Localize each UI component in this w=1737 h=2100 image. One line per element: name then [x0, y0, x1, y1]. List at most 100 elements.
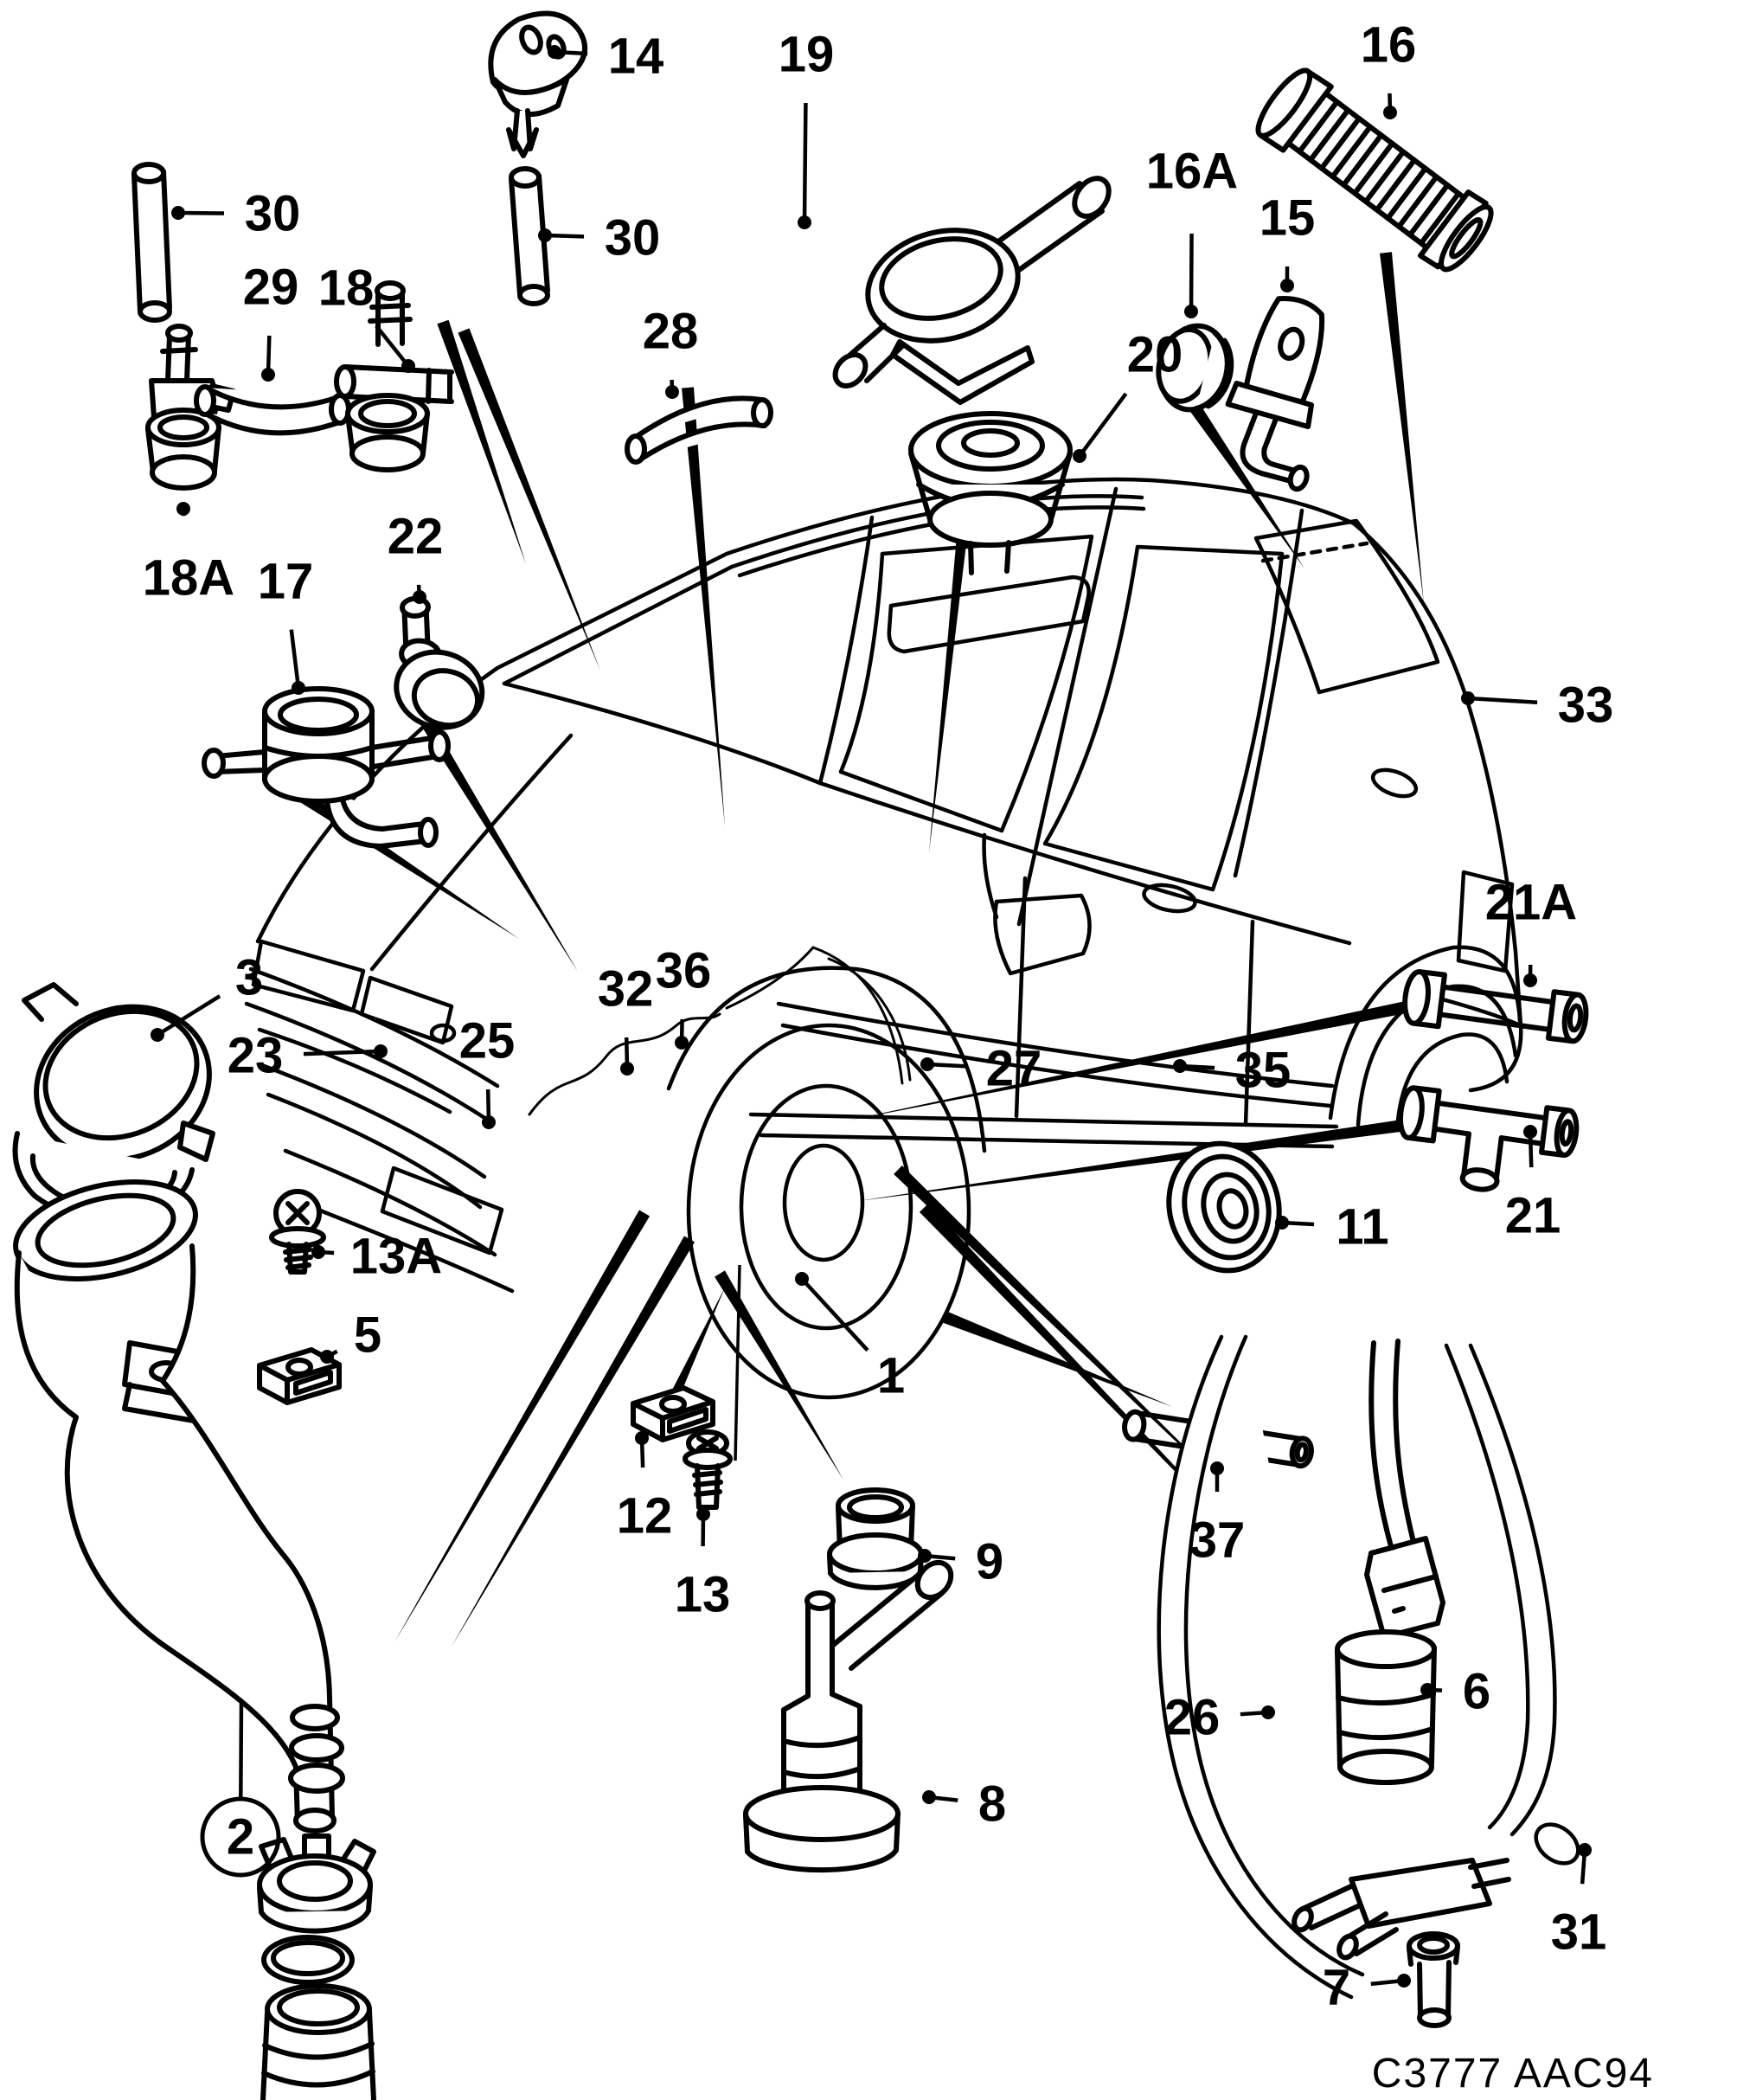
part-hose-30-left: [131, 162, 172, 323]
part-nozzle-bracket-15: [1225, 296, 1325, 492]
car-rear-window: [1253, 518, 1440, 695]
pointer-line-9: [452, 1236, 695, 1647]
callout-dot-23: [374, 1044, 388, 1058]
callout-dot-16A: [1184, 305, 1198, 318]
callout-label-32: 32: [598, 961, 654, 1018]
car-rocker-line: [748, 1112, 1339, 1129]
car-door-crease-1: [776, 1001, 1335, 1089]
car-air-dam: [309, 1204, 515, 1294]
part-sleeve-7: [1407, 1931, 1460, 2028]
car-c-pillar: [1233, 508, 1304, 878]
callout-label-9: 9: [976, 1534, 1003, 1590]
part-grommet-20: [908, 411, 1073, 575]
part-hose-assembly-26: [1157, 1334, 1580, 2000]
pointer-line-12: [894, 1165, 1251, 1512]
callout-dot-21: [1523, 1125, 1537, 1139]
callout-leader-18: [375, 324, 410, 368]
callout-dot-19: [798, 215, 811, 229]
callout-label-8: 8: [978, 1776, 1006, 1833]
callout-label-6: 6: [1463, 1664, 1490, 1720]
car-door-window-front: [838, 534, 1094, 833]
callout-label-2: 2: [227, 1809, 254, 1866]
part-hose-28: [625, 395, 773, 465]
callout-dot-33: [1461, 691, 1475, 705]
part-washer-nozzle-14: [488, 10, 588, 158]
part-distribution-valve-17: [202, 686, 451, 849]
callout-dot-31: [1578, 1843, 1592, 1857]
car-front-wheel-arch: [666, 966, 987, 1153]
pointer-lines: [301, 252, 1424, 1647]
part-o-ring-4: [261, 1935, 355, 1985]
part-filler-hose-2: [13, 1179, 345, 1833]
callout-label-27: 27: [986, 1041, 1042, 1097]
part-clip-nut-5: [257, 1347, 342, 1405]
car-door-handle-front: [1142, 883, 1197, 914]
callout-dot-36: [675, 1036, 689, 1050]
car-intake: [380, 1166, 504, 1256]
car-front-wheel-rim: [739, 1083, 913, 1331]
callout-label-13A: 13A: [350, 1229, 442, 1285]
part-check-valve-19: [832, 176, 1112, 405]
part-corrugated-hose-16: [1255, 67, 1494, 273]
car-cowl: [502, 681, 823, 786]
car-rear-wheel-arch: [1328, 945, 1522, 1121]
pointer-line-0: [437, 319, 526, 564]
callout-dot-14: [548, 45, 561, 59]
callout-leader-23: [303, 1049, 381, 1056]
callout-dot-35: [1173, 1059, 1187, 1073]
callout-label-31: 31: [1551, 1904, 1607, 1961]
callout-label-37: 37: [1189, 1512, 1246, 1569]
pointer-line-6: [848, 1000, 1412, 1121]
car-grille-slat: [257, 1027, 452, 1114]
callout-dot-13A: [311, 1245, 325, 1259]
callout-label-15: 15: [1259, 190, 1316, 247]
car-door-handle-rear: [1370, 767, 1419, 799]
callout-dot-11: [1275, 1216, 1289, 1230]
washer-hose-front: [725, 946, 815, 1010]
parts-layer: [12, 10, 1589, 2100]
car-mirror-stem: [982, 832, 999, 920]
car-bumper-lower: [283, 1148, 497, 1257]
pointer-line-15: [412, 704, 578, 972]
callout-dot-8: [922, 1790, 936, 1804]
car-taillight: [1456, 870, 1515, 973]
callout-label-23: 23: [228, 1028, 284, 1084]
part-hose-37: [1122, 1409, 1314, 1469]
car-rear-wheel-inner: [1394, 1032, 1509, 1132]
car-grille-bottom: [244, 1001, 491, 1123]
callout-leader-33: [1467, 696, 1538, 704]
callout-dot-9: [918, 1549, 932, 1563]
callout-label-12: 12: [617, 1488, 673, 1544]
drawing-code: C3777 AAC94: [1372, 2051, 1654, 2097]
part-washer-pump-8: [743, 1559, 954, 1873]
callout-dot-30-right: [538, 228, 552, 242]
callout-label-16A: 16A: [1146, 144, 1238, 200]
callout-circle-2: [200, 1796, 281, 1878]
part-hose-30-right: [509, 166, 550, 306]
callout-leader-1: [800, 1277, 869, 1352]
callout-label-28: 28: [643, 304, 699, 360]
part-clamp-ring-10: [257, 1833, 376, 1934]
car-a-pillar-left: [502, 564, 734, 686]
part-t-connector-21: [1397, 1085, 1580, 1192]
callout-dot-27: [920, 1057, 934, 1071]
callout-dot-16: [1383, 106, 1397, 119]
callout-dot-32: [620, 1062, 634, 1076]
pointer-line-7: [858, 1119, 1408, 1201]
callout-label-30-left: 30: [245, 186, 301, 242]
callout-dot-21A: [1523, 973, 1537, 987]
pointer-line-3: [929, 485, 973, 852]
part-connector-21A: [1402, 969, 1589, 1044]
callout-leader-3: [156, 994, 221, 1037]
callout-leader-16A: [1189, 233, 1194, 312]
car-bumper-strip-top: [257, 1062, 487, 1179]
callout-dot-6: [1420, 1683, 1434, 1697]
car-door-seam-front: [1014, 876, 1028, 1119]
callout-label-17: 17: [258, 554, 314, 610]
callout-label-18A: 18A: [143, 550, 234, 607]
callout-leader-2: [239, 1702, 244, 1798]
callout-label-19: 19: [779, 27, 835, 83]
callout-dot-7: [1397, 1974, 1411, 1988]
